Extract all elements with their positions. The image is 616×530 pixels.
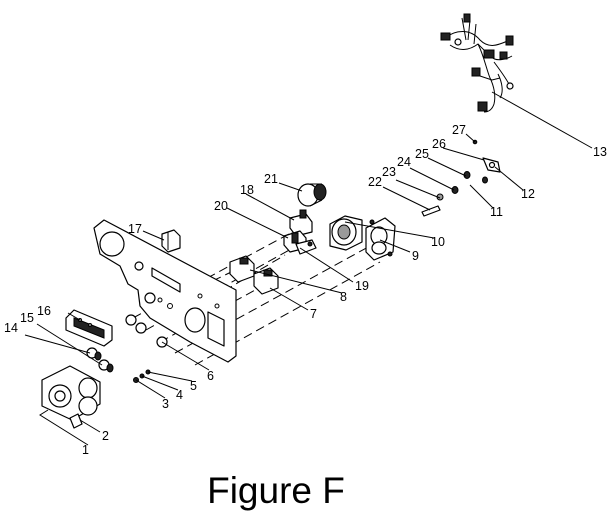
control-panel <box>93 219 237 363</box>
panel-switches <box>283 209 317 255</box>
callout-numbers: 1 2 3 4 5 6 7 8 9 10 11 12 13 14 15 16 1… <box>4 123 607 457</box>
callout-8: 8 <box>340 290 347 304</box>
callout-2: 2 <box>102 429 109 443</box>
callout-7: 7 <box>310 307 317 321</box>
callout-25: 25 <box>415 147 429 161</box>
callout-14: 14 <box>4 321 18 335</box>
callout-24: 24 <box>397 155 411 169</box>
callout-22: 22 <box>368 175 382 189</box>
callout-11: 11 <box>490 205 503 219</box>
callout-12: 12 <box>521 187 535 201</box>
ignition-switch <box>297 183 327 207</box>
leader-lines <box>24 91 593 446</box>
callout-17: 17 <box>128 222 142 236</box>
panel-knobs <box>86 347 114 373</box>
callout-21: 21 <box>264 172 278 186</box>
wiring-harness <box>440 13 514 113</box>
twist-lock-outlet <box>329 215 396 261</box>
callout-10: 10 <box>431 235 445 249</box>
callout-20: 20 <box>214 199 228 213</box>
callout-1: 1 <box>82 443 89 457</box>
callout-16: 16 <box>37 304 51 318</box>
bracket <box>161 229 181 253</box>
callout-5: 5 <box>190 379 197 393</box>
callout-19: 19 <box>355 279 369 293</box>
callout-4: 4 <box>176 388 183 402</box>
callout-3: 3 <box>162 397 169 411</box>
small-hardware <box>421 139 501 217</box>
callout-27: 27 <box>452 123 466 137</box>
callout-9: 9 <box>412 249 419 263</box>
duplex-receptacle <box>41 365 101 429</box>
figure-caption: Figure F <box>0 470 616 512</box>
callout-26: 26 <box>432 137 446 151</box>
callout-15: 15 <box>20 311 34 325</box>
callout-13: 13 <box>593 145 607 159</box>
callout-18: 18 <box>240 183 254 197</box>
circuit-breakers <box>229 255 279 295</box>
front-knobs <box>125 314 168 383</box>
callout-23: 23 <box>382 165 396 179</box>
callout-6: 6 <box>207 369 214 383</box>
figure-caption-text: Figure F <box>207 470 345 511</box>
